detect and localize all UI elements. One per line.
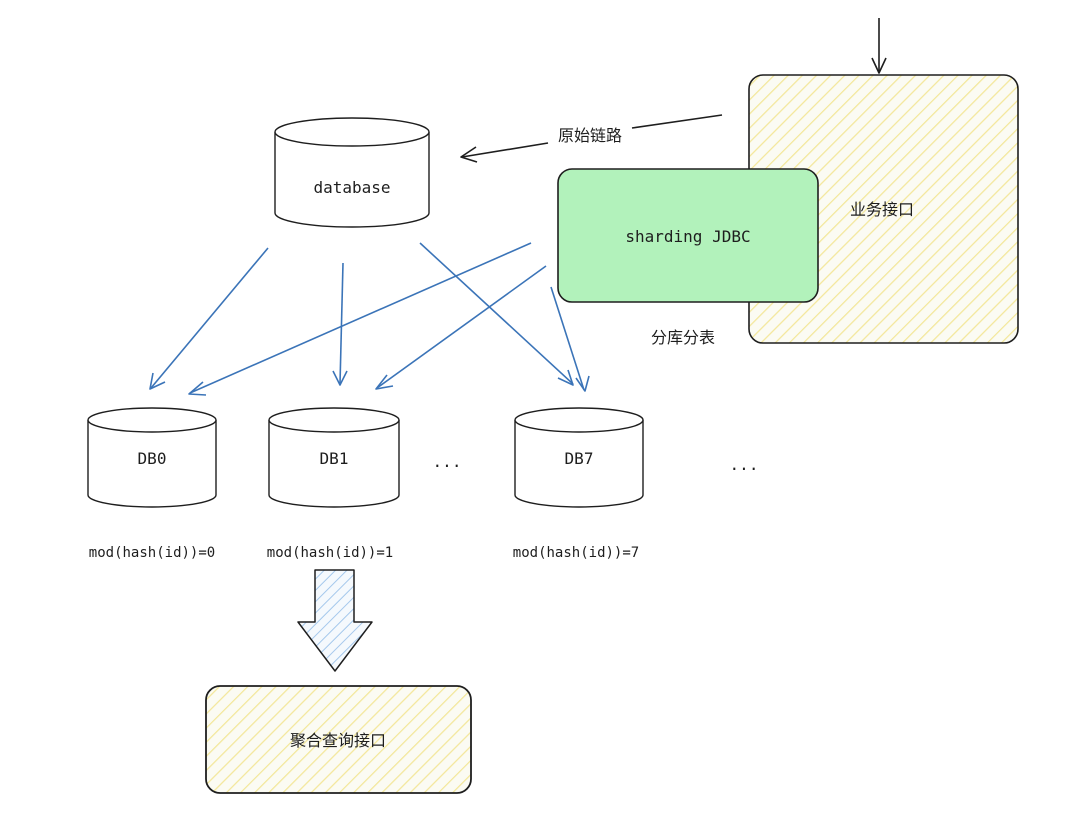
sharding-caption: 分库分表 — [651, 328, 715, 347]
business-api-label: 业务接口 — [850, 200, 914, 219]
db7-cylinder: DB7 — [514, 407, 644, 508]
database-cylinder: database — [274, 117, 430, 228]
db1-cylinder: DB1 — [268, 407, 400, 508]
aggregate-query-box: 聚合查询接口 — [205, 685, 472, 794]
original-path-label: 原始链路 — [558, 126, 622, 145]
database-label: database — [313, 178, 390, 197]
incoming-arrow — [871, 18, 887, 74]
original-path-arrow: 原始链路 — [460, 114, 723, 163]
ellipsis-between-dbs: ... — [433, 452, 462, 471]
db7-rule-label: mod(hash(id))=7 — [513, 545, 639, 561]
db1-rule-label: mod(hash(id))=1 — [267, 545, 393, 561]
routing-arrows — [149, 242, 590, 396]
db7-label: DB7 — [565, 449, 594, 468]
sharding-jdbc-label: sharding JDBC — [625, 227, 750, 246]
ellipsis-after-db7: ... — [730, 455, 759, 474]
db0-cylinder: DB0 — [87, 407, 217, 508]
aggregate-down-arrow — [297, 569, 373, 672]
sharding-jdbc-box: sharding JDBC — [557, 168, 819, 303]
db1-label: DB1 — [320, 449, 349, 468]
db0-label: DB0 — [138, 449, 167, 468]
aggregate-query-label: 聚合查询接口 — [290, 731, 386, 750]
db0-rule-label: mod(hash(id))=0 — [89, 545, 215, 561]
